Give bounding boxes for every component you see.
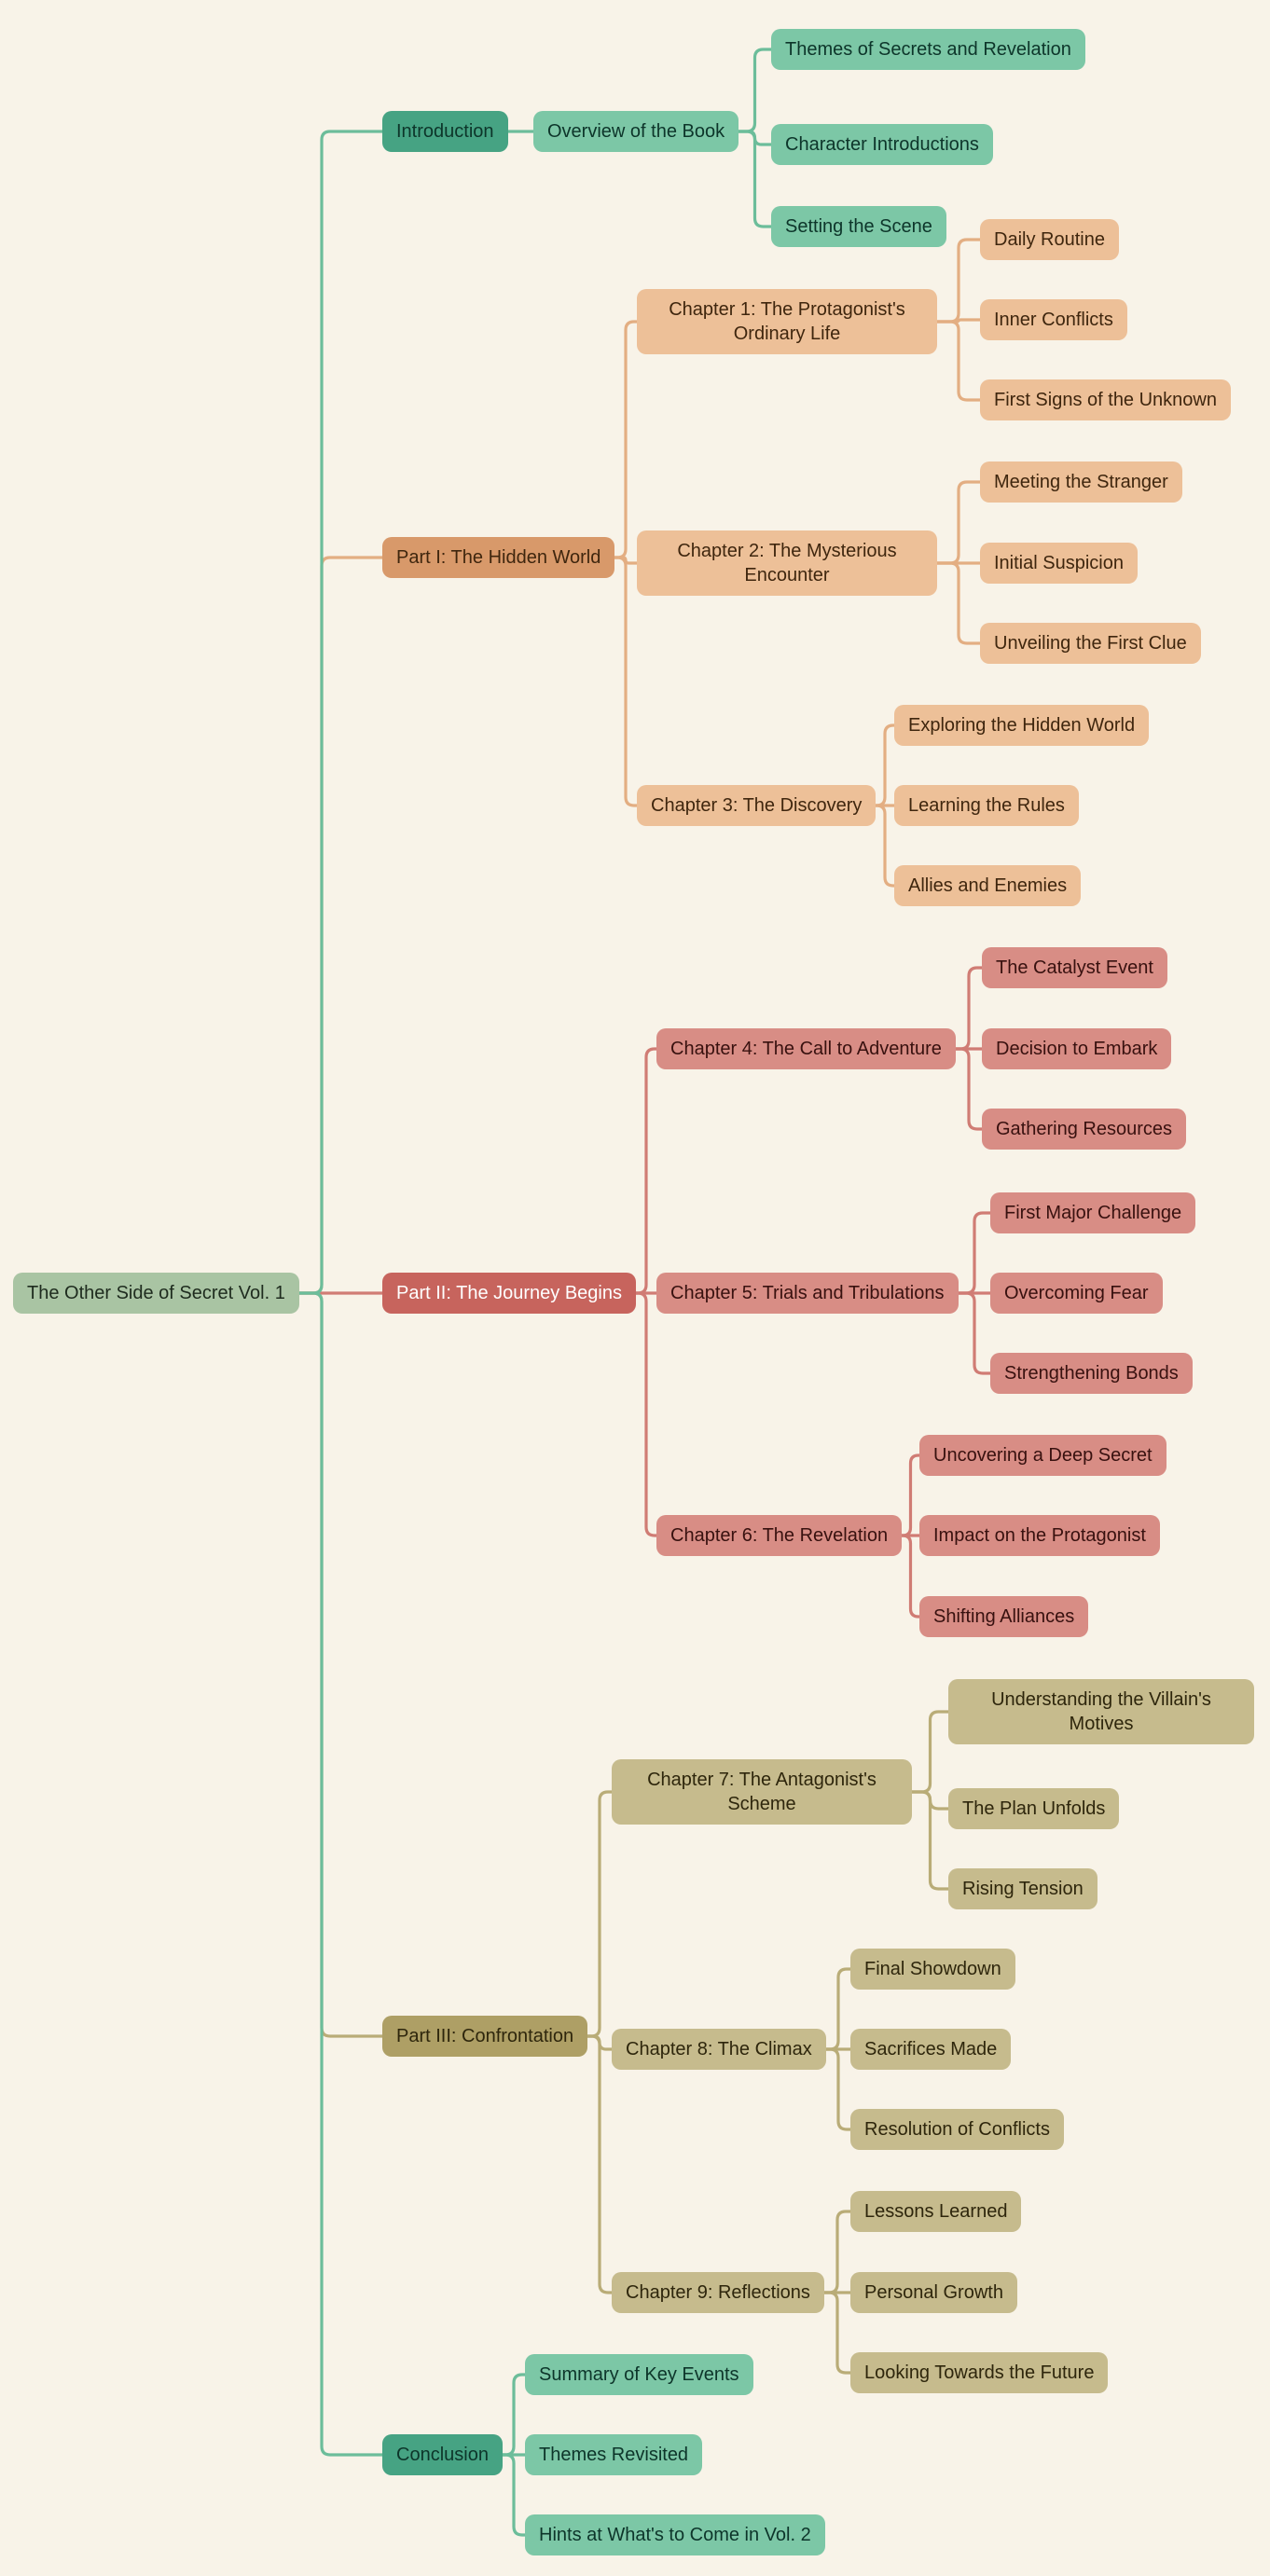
connector-ch6-shifting-alliances [900, 1534, 921, 1619]
connector-ch5-first-challenge [957, 1211, 992, 1295]
connector-ch9-lessons-learned [822, 2210, 852, 2294]
connector-ch7-rising-tension [910, 1790, 950, 1891]
mindmap-node-villain-motives[interactable]: Understanding the Villain's Motives [948, 1679, 1254, 1744]
mindmap-node-initial-suspicion[interactable]: Initial Suspicion [980, 543, 1138, 584]
mindmap-node-deep-secret[interactable]: Uncovering a Deep Secret [919, 1435, 1166, 1476]
connector-ch3-allies-enemies [874, 804, 896, 888]
mindmap-node-ch7[interactable]: Chapter 7: The Antagonist's Scheme [612, 1759, 912, 1825]
mindmap-node-plan-unfolds[interactable]: The Plan Unfolds [948, 1788, 1120, 1829]
mindmap-node-ch3[interactable]: Chapter 3: The Discovery [637, 785, 877, 826]
connector-ch1-daily-routine [935, 238, 982, 324]
connector-part2-ch4 [634, 1047, 658, 1295]
mindmap-node-part2[interactable]: Part II: The Journey Begins [382, 1273, 636, 1314]
mindmap-node-ch8[interactable]: Chapter 8: The Climax [612, 2029, 826, 2070]
connector-root-intro [297, 130, 384, 1295]
connector-root-part1 [297, 556, 384, 1295]
mindmap-node-shifting-alliances[interactable]: Shifting Alliances [919, 1596, 1089, 1637]
mindmap-node-summary-events[interactable]: Summary of Key Events [525, 2354, 753, 2395]
mindmap-node-root[interactable]: The Other Side of Secret Vol. 1 [13, 1273, 299, 1314]
mindmap-node-themes-secrets[interactable]: Themes of Secrets and Revelation [771, 29, 1085, 70]
connector-conclusion-summary-events [501, 2373, 527, 2457]
mindmap-node-conclusion[interactable]: Conclusion [382, 2434, 503, 2475]
mindmap-node-exploring[interactable]: Exploring the Hidden World [894, 705, 1150, 746]
mindmap-node-themes-revisited[interactable]: Themes Revisited [525, 2434, 703, 2475]
connector-conclusion-hints-vol2 [501, 2453, 527, 2537]
mindmap-node-part1[interactable]: Part I: The Hidden World [382, 537, 615, 578]
connector-overview-themes-secrets [737, 48, 773, 133]
mindmap-node-allies-enemies[interactable]: Allies and Enemies [894, 865, 1082, 906]
mindmap-node-hints-vol2[interactable]: Hints at What's to Come in Vol. 2 [525, 2514, 825, 2555]
connector-root-part3 [297, 1291, 384, 2038]
connector-overview-setting-scene [737, 130, 773, 228]
connector-ch4-gathering [954, 1047, 984, 1131]
mindmap-node-strengthening-bonds[interactable]: Strengthening Bonds [990, 1353, 1193, 1394]
connector-part2-ch6 [634, 1291, 658, 1537]
mindmap-node-ch4[interactable]: Chapter 4: The Call to Adventure [656, 1028, 956, 1069]
connector-ch2-meeting-stranger [935, 480, 982, 565]
mindmap-node-intro[interactable]: Introduction [382, 111, 508, 152]
connector-part3-ch8 [586, 2034, 614, 2051]
mindmap-node-ch9[interactable]: Chapter 9: Reflections [612, 2272, 824, 2313]
mindmap-node-lessons-learned[interactable]: Lessons Learned [850, 2191, 1022, 2232]
mindmap-node-resolution-conflicts[interactable]: Resolution of Conflicts [850, 2109, 1064, 2150]
connector-root-conclusion [297, 1291, 384, 2457]
connector-ch4-catalyst [954, 966, 984, 1051]
mindmap-node-ch1[interactable]: Chapter 1: The Protagonist's Ordinary Li… [637, 289, 937, 354]
mindmap-node-ch5[interactable]: Chapter 5: Trials and Tribulations [656, 1273, 959, 1314]
mindmap-node-final-showdown[interactable]: Final Showdown [850, 1949, 1015, 1990]
mindmap-node-setting-scene[interactable]: Setting the Scene [771, 206, 946, 247]
mindmap-node-personal-growth[interactable]: Personal Growth [850, 2272, 1017, 2313]
connector-part3-ch9 [586, 2034, 614, 2294]
connector-part1-ch1 [613, 320, 639, 559]
connector-part3-ch7 [586, 1790, 614, 2038]
mindmap-node-daily-routine[interactable]: Daily Routine [980, 219, 1119, 260]
mindmap-node-ch6[interactable]: Chapter 6: The Revelation [656, 1515, 903, 1556]
mindmap-node-inner-conflicts[interactable]: Inner Conflicts [980, 299, 1127, 340]
connector-ch5-strengthening-bonds [957, 1291, 992, 1375]
connector-ch8-resolution-conflicts [824, 2047, 852, 2131]
mindmap-node-decision[interactable]: Decision to Embark [982, 1028, 1172, 1069]
connector-ch1-inner-conflicts [935, 318, 982, 324]
mindmap-node-first-challenge[interactable]: First Major Challenge [990, 1192, 1196, 1233]
mindmap-node-rising-tension[interactable]: Rising Tension [948, 1868, 1097, 1909]
connector-ch9-looking-future [822, 2291, 852, 2375]
mindmap-node-char-intros[interactable]: Character Introductions [771, 124, 993, 165]
connector-overview-char-intros [737, 130, 773, 146]
mindmap-node-gathering[interactable]: Gathering Resources [982, 1109, 1186, 1150]
mindmap-node-learning-rules[interactable]: Learning the Rules [894, 785, 1079, 826]
connector-ch7-villain-motives [910, 1710, 950, 1794]
mindmap-node-catalyst[interactable]: The Catalyst Event [982, 947, 1167, 988]
connector-part1-ch2 [613, 556, 639, 565]
connector-ch3-exploring [874, 723, 896, 807]
mindmap-node-meeting-stranger[interactable]: Meeting the Stranger [980, 461, 1182, 503]
mindmap-node-part3[interactable]: Part III: Confrontation [382, 2016, 588, 2057]
connector-part1-ch3 [613, 556, 639, 807]
connector-ch8-final-showdown [824, 1967, 852, 2051]
mindmap-node-looking-future[interactable]: Looking Towards the Future [850, 2352, 1109, 2393]
mindmap-node-sacrifices-made[interactable]: Sacrifices Made [850, 2029, 1012, 2070]
connector-ch6-deep-secret [900, 1453, 921, 1537]
mindmap-node-ch2[interactable]: Chapter 2: The Mysterious Encounter [637, 530, 937, 596]
connector-ch2-unveiling-clue [935, 561, 982, 645]
connector-ch1-first-signs [935, 320, 982, 402]
mindmap-node-impact-protagonist[interactable]: Impact on the Protagonist [919, 1515, 1160, 1556]
connector-ch7-plan-unfolds [910, 1790, 950, 1811]
mindmap-node-overview[interactable]: Overview of the Book [533, 111, 739, 152]
mindmap-node-overcoming-fear[interactable]: Overcoming Fear [990, 1273, 1163, 1314]
mindmap-node-unveiling-clue[interactable]: Unveiling the First Clue [980, 623, 1201, 664]
mindmap-node-first-signs[interactable]: First Signs of the Unknown [980, 379, 1231, 420]
